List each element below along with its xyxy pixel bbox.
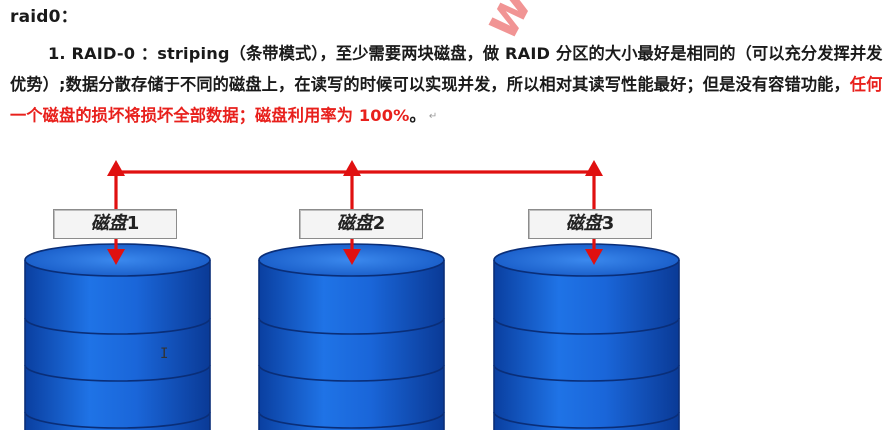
disk-2-label-text: 磁盘 bbox=[336, 213, 373, 234]
disk-3-label: 磁盘3 bbox=[528, 209, 652, 239]
disk-1-cylinder bbox=[24, 243, 211, 434]
description-text: 1. RAID-0 ：striping（条带模式），至少需要两块磁盘，做 RAI… bbox=[10, 44, 883, 94]
section-title: raid0： bbox=[10, 7, 78, 27]
text-cursor-icon: I bbox=[160, 346, 169, 362]
disk-1-label: 磁盘1 bbox=[53, 209, 177, 239]
raid0-diagram: 磁盘1 磁盘2 磁盘3 bbox=[0, 160, 891, 434]
disk-1-label-num: 1 bbox=[126, 213, 140, 234]
disk-3-cylinder bbox=[493, 243, 680, 434]
arrow-2-down-head bbox=[343, 249, 361, 265]
disk-2-label-num: 2 bbox=[372, 213, 386, 234]
raid0-diagram-svg bbox=[24, 160, 680, 434]
striping-arrows bbox=[107, 160, 603, 265]
disk-2-label: 磁盘2 bbox=[299, 209, 423, 239]
arrow-1-down-head bbox=[107, 249, 125, 265]
arrow-3-up-head bbox=[585, 160, 603, 176]
disk-2-cylinder bbox=[258, 243, 445, 434]
arrow-3-down-head bbox=[585, 249, 603, 265]
description-end: 。 bbox=[409, 106, 426, 125]
disk-1-label-text: 磁盘 bbox=[90, 213, 127, 234]
paragraph-mark-icon: ↵ bbox=[428, 111, 438, 122]
arrow-2-up-head bbox=[343, 160, 361, 176]
disk-3-label-text: 磁盘 bbox=[565, 213, 602, 234]
disk-3-label-num: 3 bbox=[601, 213, 615, 234]
arrow-1-up-head bbox=[107, 160, 125, 176]
raid0-description: 1. RAID-0 ：striping（条带模式），至少需要两块磁盘，做 RAI… bbox=[10, 38, 886, 132]
description-highlight: 任何一个磁盘的损坏将损坏全部数据；磁盘利用率为 100% bbox=[10, 75, 883, 125]
